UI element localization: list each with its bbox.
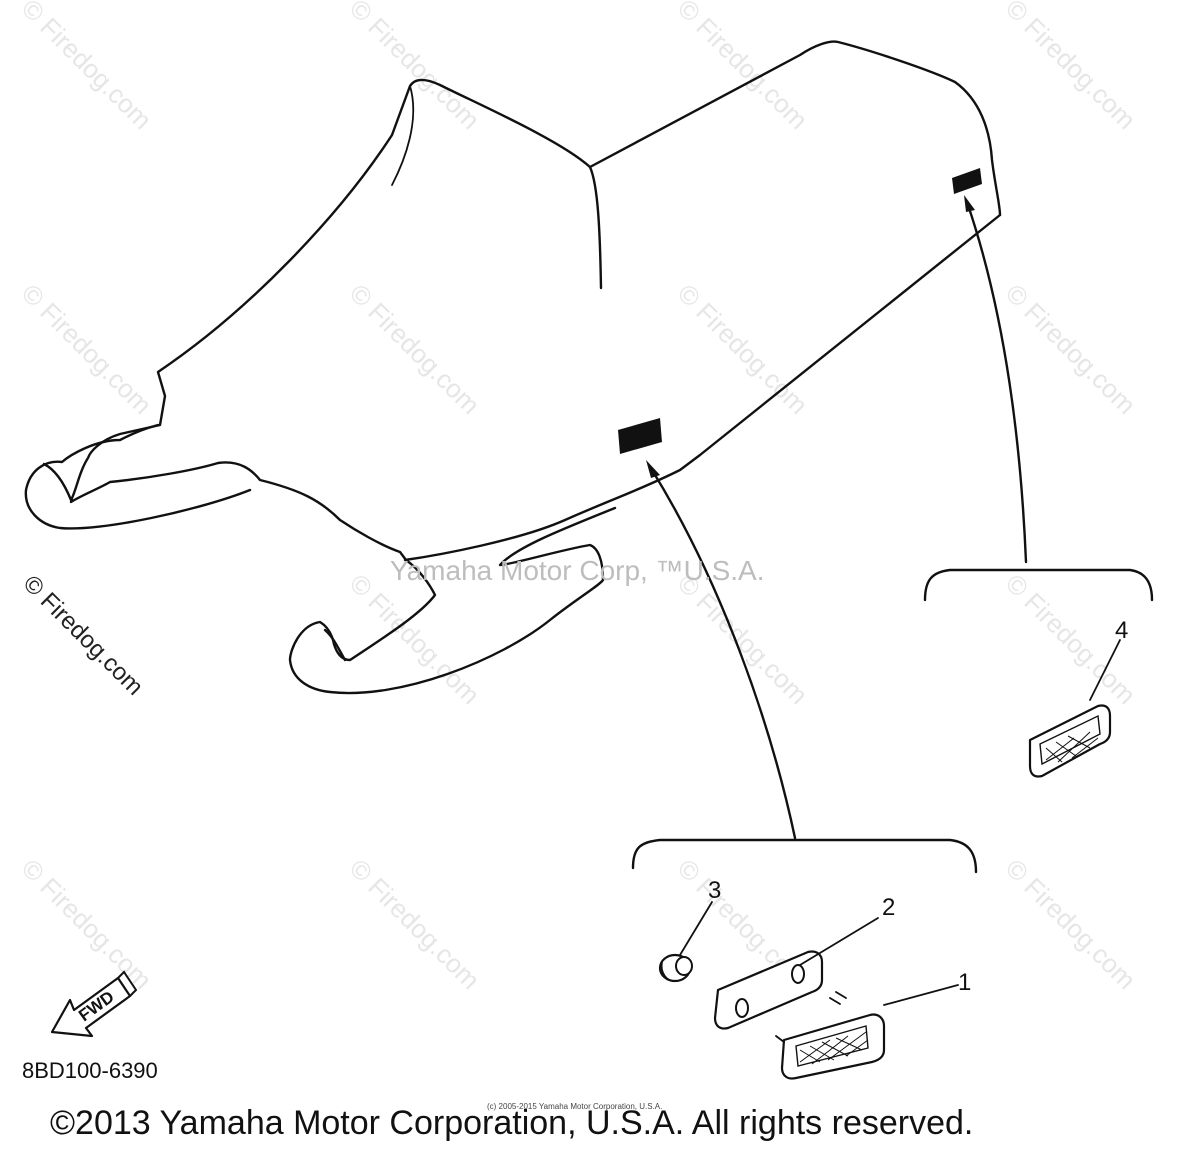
watermark-text: © Firedog.com [672, 0, 814, 135]
arrow-head-side [646, 460, 660, 478]
watermark-text: © Firedog.com [16, 0, 158, 135]
leader-arrows [646, 195, 1028, 840]
ski-inner-line [323, 628, 347, 662]
watermark-text: © Firedog.com [344, 568, 486, 710]
part-reflector-rear [1028, 704, 1112, 778]
callout-leaders [679, 639, 1121, 1006]
watermark-text: © Firedog.com [344, 278, 486, 420]
diagram-code: 8BD100-6390 [22, 1058, 158, 1083]
tunnel-bottom [403, 213, 1002, 562]
hood-edge [391, 85, 415, 186]
watermark-text: © Firedog.com [16, 853, 158, 995]
reflector-location-rear [952, 168, 982, 194]
arrow-line-rear [966, 203, 1028, 564]
callout-1: 1 [958, 969, 971, 996]
arrow-line-side [650, 468, 797, 840]
center-watermark: Yamaha Motor Corp, ™U.S.A. [390, 555, 765, 586]
bracket-rear-assembly [923, 568, 1154, 602]
watermark-text: © Firedog.com [344, 0, 486, 135]
arrow-head-rear [964, 195, 975, 212]
part-collar [658, 953, 693, 983]
snowmobile-outline [24, 40, 1002, 695]
watermark-text-dark: © Firedog.com [18, 570, 149, 701]
callout-3: 3 [708, 877, 721, 904]
small-credit: (c) 2005-2015 Yamaha Motor Corporation, … [487, 1102, 662, 1111]
part-plate [713, 950, 824, 1030]
watermark-text: © Firedog.com [1000, 853, 1142, 995]
watermark-text: © Firedog.com [1000, 0, 1142, 135]
reflector-location-side [618, 418, 662, 454]
part-reflector-side [775, 991, 886, 1080]
seat-line [588, 40, 1002, 217]
front-ski [24, 423, 252, 530]
watermark-text: © Firedog.com [672, 568, 814, 710]
bracket-side-assembly [631, 838, 978, 874]
body-outline [69, 78, 603, 562]
copyright-notice: ©2013 Yamaha Motor Corporation, U.S.A. A… [50, 1104, 973, 1142]
front-ski-tip [42, 462, 73, 502]
rear-ski [288, 506, 617, 695]
watermark-text: © Firedog.com [344, 853, 486, 995]
watermark-grid: © Firedog.com © Firedog.com © Firedog.co… [16, 0, 1142, 995]
callout-2: 2 [882, 894, 895, 921]
watermark-text: © Firedog.com [1000, 278, 1142, 420]
watermark-text: © Firedog.com [672, 278, 814, 420]
callout-4: 4 [1115, 617, 1128, 644]
watermark-text: © Firedog.com [16, 278, 158, 420]
